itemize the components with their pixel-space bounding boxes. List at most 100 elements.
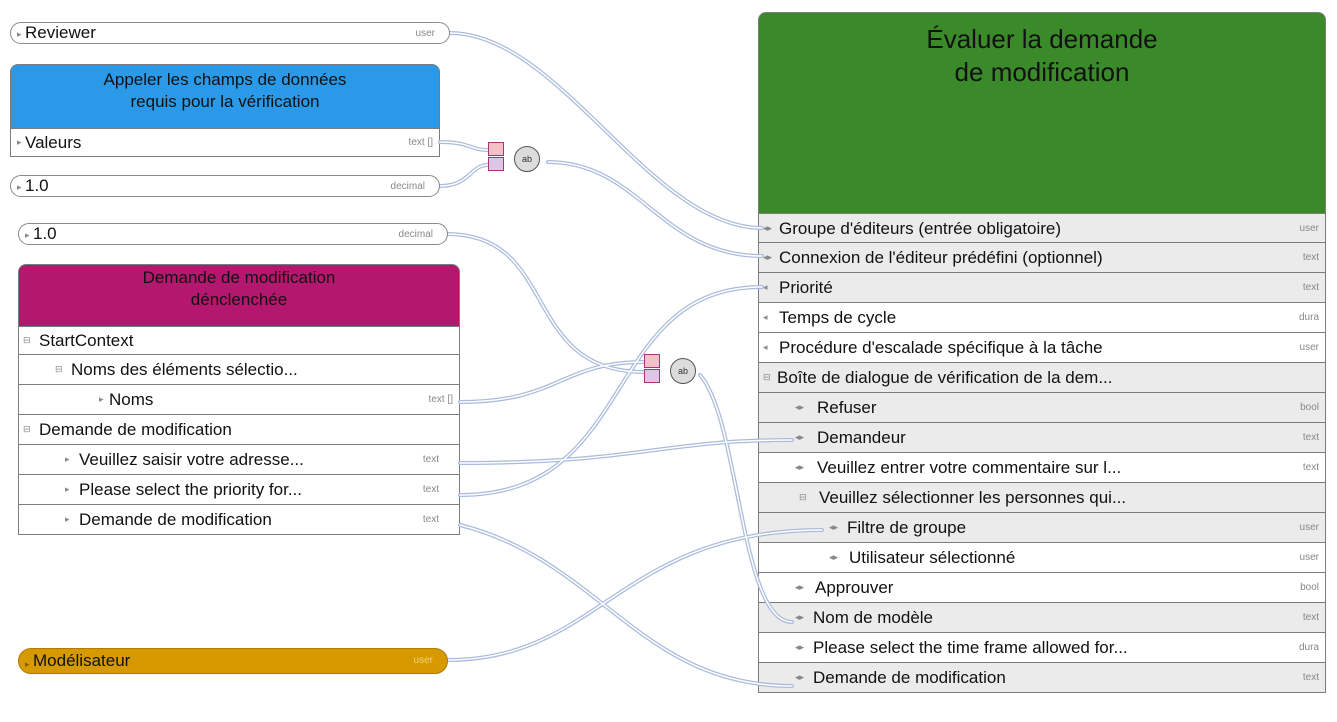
trigger-row-adresse[interactable]: ▸ Veuillez saisir votre adresse... text xyxy=(18,445,460,475)
task-row-connexion[interactable]: ◂▸ Connexion de l'éditeur prédéfini (opt… xyxy=(758,243,1326,273)
type-badge: bool xyxy=(1300,582,1319,593)
wire-valeurs-converter xyxy=(438,140,490,152)
expand-arrow-icon[interactable]: ▸ xyxy=(25,230,30,240)
collapse-icon[interactable]: ⊟ xyxy=(23,424,31,434)
row-label: Veuillez sélectionner les personnes qui.… xyxy=(819,488,1127,507)
row-label: Approuver xyxy=(815,578,894,597)
input-arrow-icon[interactable]: ◂ xyxy=(763,312,768,322)
decimal-input-a[interactable]: ▸ 1.0 decimal xyxy=(10,175,440,197)
task-row-refuser[interactable]: ◂▸ Refuser bool xyxy=(758,393,1326,423)
task-row-timeframe[interactable]: ◂▸ Please select the time frame allowed … xyxy=(758,633,1326,663)
task-node-header[interactable]: Évaluer la demande de modification xyxy=(758,12,1326,213)
task-row-boite[interactable]: ⊟ Boîte de dialogue de vérification de l… xyxy=(758,363,1326,393)
expand-arrow-icon[interactable]: ▸ xyxy=(17,29,22,39)
task-row-personnes[interactable]: ⊟ Veuillez sélectionner les personnes qu… xyxy=(758,483,1326,513)
row-label: Refuser xyxy=(817,398,877,417)
row-label: Please select the time frame allowed for… xyxy=(813,638,1128,657)
in-out-icon[interactable]: ◂▸ xyxy=(829,552,839,562)
collapse-icon[interactable]: ⊟ xyxy=(23,335,31,345)
wire-noms-converter2 xyxy=(458,360,646,404)
expand-arrow-icon[interactable]: ▸ xyxy=(65,484,70,494)
row-label: Veuillez entrer votre commentaire sur l.… xyxy=(817,458,1122,477)
converter-icon: ab xyxy=(670,358,696,384)
collapse-icon[interactable]: ⊟ xyxy=(763,372,771,382)
task-row-groupe[interactable]: ◂▸ Groupe d'éditeurs (entrée obligatoire… xyxy=(758,213,1326,243)
in-out-icon[interactable]: ◂▸ xyxy=(795,402,805,412)
reviewer-input[interactable]: ▸ Reviewer user xyxy=(10,22,450,44)
type-badge: text xyxy=(422,484,439,495)
row-label: Please select the priority for... xyxy=(79,480,302,499)
row-label: Demande de modification xyxy=(813,668,1006,687)
valeurs-node-title-1: Appeler les champs de données xyxy=(103,70,347,89)
type-badge: dura xyxy=(1298,312,1319,323)
task-row-demandeur[interactable]: ◂▸ Demandeur text xyxy=(758,423,1326,453)
task-row-approuver[interactable]: ◂▸ Approuver bool xyxy=(758,573,1326,603)
task-row-commentaire[interactable]: ◂▸ Veuillez entrer votre commentaire sur… xyxy=(758,453,1326,483)
type-badge: user xyxy=(1299,522,1319,533)
input-arrow-icon[interactable]: ◂ xyxy=(763,282,768,292)
converter-input-b xyxy=(644,369,660,383)
type-badge: text [] xyxy=(428,394,453,405)
in-out-icon[interactable]: ◂▸ xyxy=(795,462,805,472)
type-badge: text xyxy=(1302,432,1319,443)
collapse-icon[interactable]: ⊟ xyxy=(55,364,63,374)
trigger-row-demande[interactable]: ▸ Demande de modification text xyxy=(18,505,460,535)
expand-arrow-icon[interactable]: ▸ xyxy=(17,137,22,147)
converter-input-b xyxy=(488,157,504,171)
expand-arrow-icon[interactable]: ▸ xyxy=(65,454,70,464)
type-badge: dura xyxy=(1298,642,1319,653)
task-row-nommodele[interactable]: ◂▸ Nom de modèle text xyxy=(758,603,1326,633)
expand-arrow-icon[interactable]: ▸ xyxy=(65,514,70,524)
valeurs-label: Valeurs xyxy=(25,133,82,152)
trigger-row-priority[interactable]: ▸ Please select the priority for... text xyxy=(18,475,460,505)
trigger-row-demande-group[interactable]: ⊟ Demande de modification xyxy=(18,415,460,445)
type-badge: text xyxy=(1302,252,1319,263)
row-label: Demandeur xyxy=(817,428,906,447)
type-badge: bool xyxy=(1300,402,1319,413)
trigger-node-header[interactable]: Demande de modification dénclenchée xyxy=(18,264,460,326)
input-arrow-icon[interactable]: ◂ xyxy=(763,342,768,352)
in-out-icon[interactable]: ◂▸ xyxy=(795,642,805,652)
decimal-input-b[interactable]: ▸ 1.0 decimal xyxy=(18,223,448,245)
type-badge: text xyxy=(1302,672,1319,683)
trigger-row-noms[interactable]: ▸ Noms text [] xyxy=(18,385,460,415)
type-badge: text xyxy=(1302,462,1319,473)
wire-decimal-converter2 xyxy=(445,232,646,374)
task-row-demande[interactable]: ◂▸ Demande de modification text xyxy=(758,663,1326,693)
wire-decimal-converter xyxy=(438,163,490,188)
wire-converter-connexion xyxy=(546,160,764,258)
trigger-title-1: Demande de modification xyxy=(142,268,336,287)
converter-2[interactable]: ab xyxy=(644,354,706,386)
valeurs-node-title-2: requis pour la vérification xyxy=(130,92,320,111)
row-label: Veuillez saisir votre adresse... xyxy=(79,450,304,469)
in-out-icon[interactable]: ◂▸ xyxy=(763,252,773,262)
in-out-icon[interactable]: ◂▸ xyxy=(763,223,773,233)
row-label: Groupe d'éditeurs (entrée obligatoire) xyxy=(779,219,1062,238)
wire-priorite xyxy=(458,285,764,497)
trigger-row-startcontext[interactable]: ⊟ StartContext xyxy=(18,326,460,355)
in-out-icon[interactable]: ◂▸ xyxy=(795,672,805,682)
task-row-priorite[interactable]: ◂ Priorité text xyxy=(758,273,1326,303)
converter-1[interactable]: ab xyxy=(488,142,550,174)
valeurs-field[interactable]: ▸ Valeurs text [] xyxy=(10,128,440,157)
expand-arrow-icon[interactable]: ▸ xyxy=(25,659,30,669)
task-row-escalade[interactable]: ◂ Procédure d'escalade spécifique à la t… xyxy=(758,333,1326,363)
in-out-icon[interactable]: ◂▸ xyxy=(829,522,839,532)
type-badge: user xyxy=(413,655,433,666)
row-label: StartContext xyxy=(39,331,134,350)
task-row-filtre[interactable]: ◂▸ Filtre de groupe user xyxy=(758,513,1326,543)
expand-arrow-icon[interactable]: ▸ xyxy=(17,182,22,192)
converter-icon: ab xyxy=(514,146,540,172)
in-out-icon[interactable]: ◂▸ xyxy=(795,612,805,622)
in-out-icon[interactable]: ◂▸ xyxy=(795,582,805,592)
expand-arrow-icon[interactable]: ▸ xyxy=(99,394,104,404)
row-label: Noms des éléments sélectio... xyxy=(71,360,298,379)
in-out-icon[interactable]: ◂▸ xyxy=(795,432,805,442)
trigger-row-noms-elements[interactable]: ⊟ Noms des éléments sélectio... xyxy=(18,355,460,385)
valeurs-node-header[interactable]: Appeler les champs de données requis pou… xyxy=(10,64,440,128)
collapse-icon[interactable]: ⊟ xyxy=(799,492,807,502)
task-row-utilisateur[interactable]: ◂▸ Utilisateur sélectionné user xyxy=(758,543,1326,573)
task-row-temps[interactable]: ◂ Temps de cycle dura xyxy=(758,303,1326,333)
modelisateur-input[interactable]: ▸ Modélisateur user xyxy=(18,648,448,674)
wire-reviewer-groupe xyxy=(448,31,764,230)
